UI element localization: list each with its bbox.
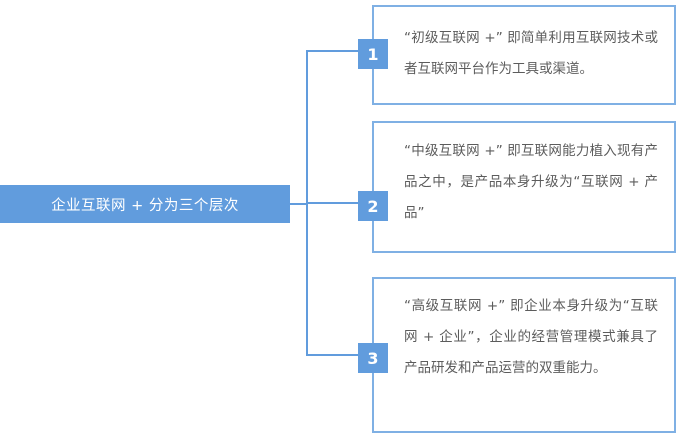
branch-badge-2-number: 2 <box>367 196 379 216</box>
branch-box-3[interactable]: “高级互联网 +” 即企业本身升级为“互联网 + 企业”，企业的经营管理模式兼具… <box>372 277 676 433</box>
branch-badge-3-number: 3 <box>367 348 379 368</box>
branch-badge-1-number: 1 <box>367 44 379 64</box>
root-node[interactable]: 企业互联网 + 分为三个层次 <box>0 185 290 223</box>
branch-box-2[interactable]: “中级互联网 +” 即互联网能力植入现有产品之中，是产品本身升级为“互联网 + … <box>372 121 676 253</box>
branch-box-2-text: “中级互联网 +” 即互联网能力植入现有产品之中，是产品本身升级为“互联网 + … <box>404 143 658 221</box>
connector-root-stub <box>290 203 308 205</box>
root-node-label: 企业互联网 + 分为三个层次 <box>51 197 239 214</box>
branch-badge-2: 2 <box>358 191 388 221</box>
connector-branch-2 <box>306 202 372 204</box>
connector-branch-3 <box>306 354 372 356</box>
connector-branch-1 <box>306 50 372 52</box>
branch-box-1[interactable]: “初级互联网 +” 即简单利用互联网技术或者互联网平台作为工具或渠道。 <box>372 5 676 105</box>
branch-badge-3: 3 <box>358 343 388 373</box>
branch-badge-1: 1 <box>358 39 388 69</box>
branch-box-1-text: “初级互联网 +” 即简单利用互联网技术或者互联网平台作为工具或渠道。 <box>404 30 658 77</box>
branch-box-3-text: “高级互联网 +” 即企业本身升级为“互联网 + 企业”，企业的经营管理模式兼具… <box>404 298 658 376</box>
